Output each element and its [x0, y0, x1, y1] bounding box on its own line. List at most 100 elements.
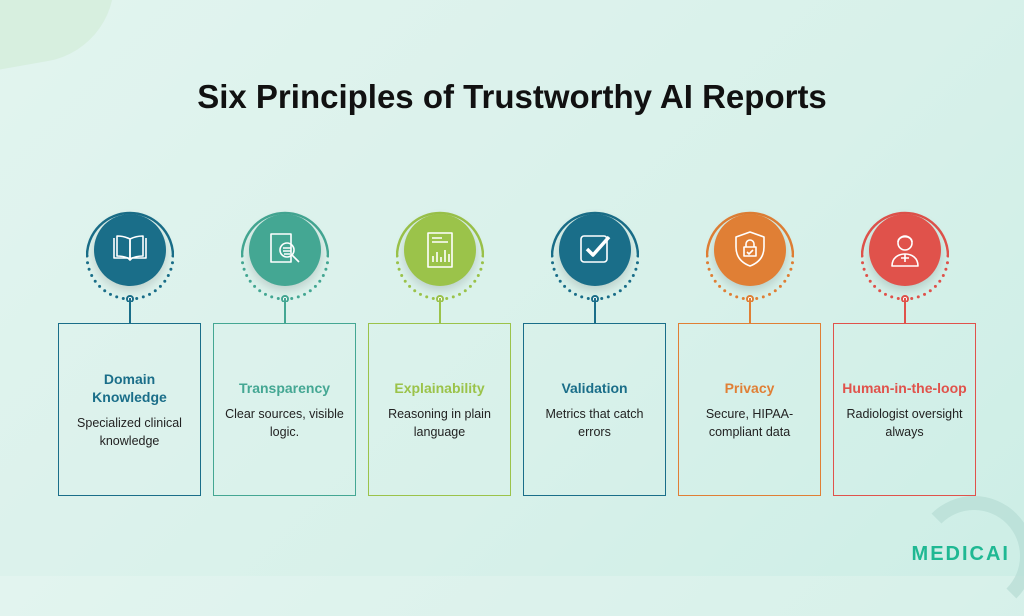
ring-dot	[241, 261, 245, 265]
principle-box: Privacy Secure, HIPAA-compliant data	[678, 323, 821, 496]
principle-box: Transparency Clear sources, visible logi…	[213, 323, 356, 496]
ring-dot	[586, 296, 590, 300]
ring-dot	[270, 295, 274, 299]
ring-dot	[933, 284, 937, 288]
ring-dot	[789, 267, 793, 271]
ring-dot	[153, 289, 157, 293]
ring-dot	[883, 292, 887, 296]
ring-dot	[710, 274, 714, 278]
ring-dot	[910, 296, 914, 300]
ring-dot	[773, 289, 777, 293]
ring-dot	[400, 274, 404, 278]
progress-ring	[86, 211, 174, 302]
ring-dot	[873, 284, 877, 288]
principle-title: Explainability	[394, 379, 485, 396]
principle-box: Explainability Reasoning in plain langua…	[368, 323, 511, 496]
ring-dot	[86, 261, 90, 265]
ring-dot	[308, 289, 312, 293]
ring-dot	[248, 279, 252, 283]
ring-dot	[944, 267, 948, 271]
ring-dot	[861, 254, 864, 258]
ring-dot	[878, 289, 882, 293]
ring-dot	[253, 284, 257, 288]
ring-dot	[868, 279, 872, 283]
ring-dot	[755, 296, 759, 300]
ring-dot	[938, 279, 942, 283]
ring-dot	[418, 292, 422, 296]
ring-dot	[326, 254, 329, 258]
ring-dot	[148, 292, 152, 296]
ring-dot	[158, 284, 162, 288]
ring-dot	[90, 274, 94, 278]
connector-line	[439, 298, 441, 323]
ring-dot	[431, 296, 435, 300]
ring-dot	[397, 267, 401, 271]
ring-dot	[635, 261, 639, 265]
ring-dot	[580, 295, 584, 299]
ring-dot	[121, 296, 125, 300]
principle-description: Reasoning in plain language	[388, 406, 491, 439]
ring-dot	[258, 289, 262, 293]
ring-dot	[276, 296, 280, 300]
ring-dot	[476, 274, 480, 278]
ring-dot	[480, 261, 484, 265]
doctor-icon	[869, 214, 941, 286]
ring-dot	[552, 267, 556, 271]
ring-dot	[623, 284, 627, 288]
principle-description: Clear sources, visible logic.	[225, 406, 344, 439]
ring-dot	[458, 292, 462, 296]
ring-dot	[169, 267, 173, 271]
ring-dot	[103, 289, 107, 293]
ring-dot	[87, 267, 91, 271]
ring-dot	[865, 274, 869, 278]
ring-dot	[468, 284, 472, 288]
ring-dot	[916, 295, 920, 299]
checkbox-icon	[559, 214, 631, 286]
ring-dot	[558, 279, 562, 283]
principle-description: Secure, HIPAA-compliant data	[705, 406, 794, 439]
ring-dot	[408, 284, 412, 288]
ring-dot	[403, 279, 407, 283]
ring-dot	[573, 292, 577, 296]
ring-dot	[413, 289, 417, 293]
ring-dot	[631, 274, 635, 278]
ring-dot	[563, 284, 567, 288]
ring-dot	[115, 295, 119, 299]
ring-dot	[166, 274, 170, 278]
ring-dot	[728, 292, 732, 296]
principle-title: Transparency	[238, 379, 331, 396]
ring-dot	[618, 289, 622, 293]
ring-dot	[790, 261, 794, 265]
ring-dot	[761, 295, 765, 299]
ring-dot	[245, 274, 249, 278]
ring-dot	[163, 279, 167, 283]
connector-line	[904, 298, 906, 323]
ring-dot	[98, 284, 102, 288]
ring-dot	[451, 295, 455, 299]
principle-box: Domain Knowledge Specialized clinical kn…	[58, 323, 201, 496]
book-icon	[94, 214, 166, 286]
ring-dot	[321, 274, 325, 278]
page-title: Six Principles of Trustworthy AI Reports	[197, 78, 827, 115]
ring-dot	[628, 279, 632, 283]
ring-dot	[463, 289, 467, 293]
report-chart-icon	[404, 214, 476, 286]
connector-line	[749, 298, 751, 323]
ring-dot	[318, 279, 322, 283]
ring-dot	[945, 261, 949, 265]
ring-dot	[568, 289, 572, 293]
ring-dot	[303, 292, 307, 296]
ring-dot	[706, 254, 709, 258]
principle-description: Radiologist oversight always	[846, 406, 963, 439]
ring-dot	[396, 261, 400, 265]
shield-lock-icon	[714, 214, 786, 286]
document-search-icon	[249, 214, 321, 286]
ring-dot	[551, 254, 554, 258]
ring-dot	[896, 296, 900, 300]
ring-dot	[325, 261, 329, 265]
ring-dot	[707, 267, 711, 271]
ring-dot	[93, 279, 97, 283]
connector-line	[284, 298, 286, 323]
ring-dot	[324, 267, 328, 271]
ring-dot	[890, 295, 894, 299]
